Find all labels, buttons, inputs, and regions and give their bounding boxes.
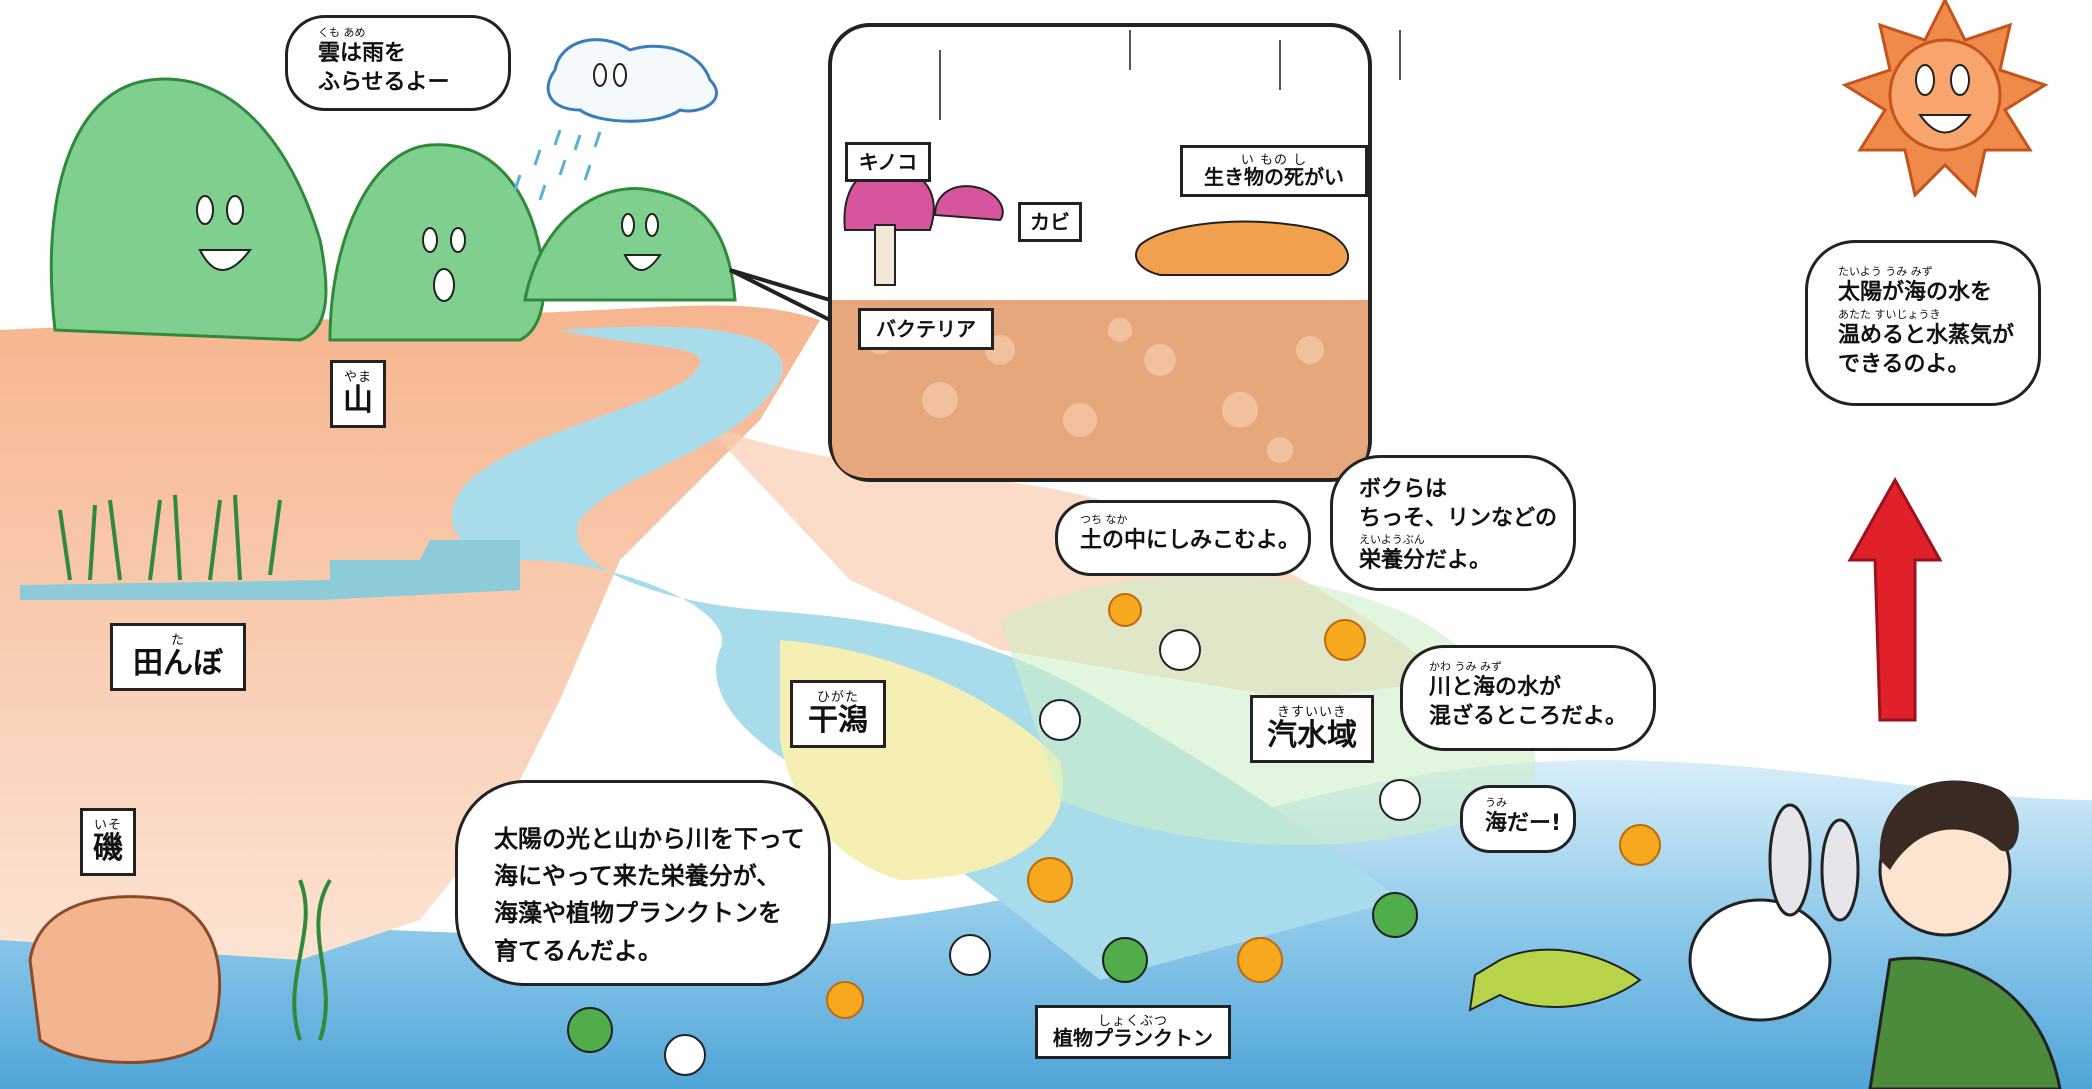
bubble-cloud-ruby: くも あめ: [318, 26, 366, 39]
label-shigai: い もの し 生き物の死がい: [1180, 145, 1368, 197]
bubble-soil: つち なか 土の中にしみこむよ。: [1055, 500, 1311, 576]
label-kisuiiki-text: 汽水域: [1267, 718, 1357, 754]
bubble-nutrients-ruby: えいようぶん: [1359, 533, 1425, 547]
bubble-sun-line-2: 温めると水蒸気が: [1838, 323, 2015, 349]
label-plankton: しょくぶつ 植物プランクトン: [1035, 1005, 1231, 1059]
seaweed: [292, 878, 332, 1041]
label-kisuiiki: きすいいき 汽水域: [1250, 695, 1374, 763]
bubble-soil-ruby: つち なか: [1080, 513, 1128, 526]
bubble-brackish-line-1: 川と海の水が: [1429, 675, 1562, 701]
flower-plankton: [826, 593, 1661, 1019]
label-bacteria: バクテリア: [858, 308, 994, 350]
cloud-character: [513, 38, 718, 201]
rabbit-character: [1688, 803, 1860, 1022]
bubble-cloud-line-1: 雲は雨を: [318, 41, 407, 67]
label-tanbo-text: 田んぼ: [133, 646, 223, 682]
bubble-brackish-line-2: 混ざるところだよ。: [1429, 703, 1628, 729]
bubble-sun-ruby-mid: あたた すいじょうき: [1838, 307, 1941, 321]
label-kinoko-text: キノコ: [858, 149, 918, 174]
bubble-nutrients-line-2: ちっそ、リンなどの: [1359, 505, 1558, 531]
label-higata-ruby: ひがた: [816, 690, 859, 706]
bubble-brackish: かわ うみ みず 川と海の水が 混ざるところだよ。: [1400, 645, 1656, 751]
label-higata-text: 干潟: [808, 703, 868, 739]
girl-character: [1868, 780, 2062, 1089]
rock: [28, 895, 222, 1064]
bubble-soil-line-1: 土の中にしみこむよ。: [1080, 528, 1301, 554]
nutrient-balls: [567, 629, 1421, 1076]
label-tanbo-ruby: た: [170, 633, 185, 649]
bubble-sun-ruby-top: たいよう うみ みず: [1838, 265, 1933, 278]
sun-character: [1841, 0, 2049, 198]
bubble-sun: たいよう うみ みず 太陽が海の水を あたた すいじょうき 温めると水蒸気が で…: [1805, 240, 2041, 406]
label-bacteria-text: バクテリア: [876, 316, 976, 341]
label-kinoko: キノコ: [845, 142, 931, 182]
label-tanbo: た 田んぼ: [110, 623, 246, 691]
evaporation-arrow: [1847, 476, 1943, 722]
bubble-umi-ruby: うみ: [1485, 796, 1507, 809]
bubble-nutrients-line-1: ボクらは: [1359, 477, 1448, 502]
label-yama-text: 山: [343, 383, 373, 419]
label-higata: ひがた 干潟: [790, 680, 886, 748]
bubble-main-line-1: 太陽の光と山から川を下って: [494, 825, 805, 853]
label-yama: やま 山: [330, 360, 386, 428]
bubble-cloud-line-2: ふらせるよー: [318, 69, 450, 95]
label-yama-ruby: やま: [343, 370, 372, 386]
mountains: [49, 77, 737, 342]
bubble-nutrients: ボクらは ちっそ、リンなどの えいようぶん 栄養分だよ。: [1330, 455, 1576, 591]
label-iso: いそ 磯: [80, 808, 136, 876]
bubble-sun-line-1: 太陽が海の水を: [1838, 280, 1993, 306]
fish: [1468, 948, 1642, 1012]
label-plankton-text: 植物プランクトン: [1053, 1026, 1213, 1051]
bubble-sun-line-3: できるのよ。: [1838, 351, 1970, 377]
bubble-umi-line-1: 海だー!: [1485, 811, 1562, 837]
label-iso-ruby: いそ: [93, 818, 122, 834]
bubble-main-line-4: 育てるんだよ。: [494, 936, 662, 965]
bubble-main-line-2: 海にやって来た栄養分が、: [494, 862, 781, 891]
label-kabi: カビ: [1018, 202, 1082, 242]
label-shigai-text: 生き物の死がい: [1204, 165, 1344, 190]
bubble-brackish-ruby: かわ うみ みず: [1429, 660, 1502, 673]
label-plankton-ruby: しょくぶつ: [1097, 1013, 1168, 1029]
rice-plants: [58, 494, 282, 581]
bubble-nutrients-line-3: 栄養分だよ。: [1359, 548, 1492, 574]
soil-inset: [729, 23, 1401, 482]
bubble-cloud: くも あめ 雲は雨を ふらせるよー: [285, 15, 511, 111]
rice-paddy: [20, 540, 520, 600]
label-kisuiiki-ruby: きすいいき: [1276, 705, 1347, 721]
bubble-umi: うみ 海だー!: [1460, 785, 1576, 853]
label-shigai-ruby: い もの し: [1240, 152, 1308, 168]
bubble-main: 太陽の光と山から川を下って 海にやって来た栄養分が、 海藻や植物プランクトンを …: [455, 780, 831, 986]
label-kabi-text: カビ: [1030, 209, 1070, 234]
bubble-main-line-3: 海藻や植物プランクトンを: [494, 899, 782, 928]
label-iso-text: 磯: [93, 831, 123, 867]
